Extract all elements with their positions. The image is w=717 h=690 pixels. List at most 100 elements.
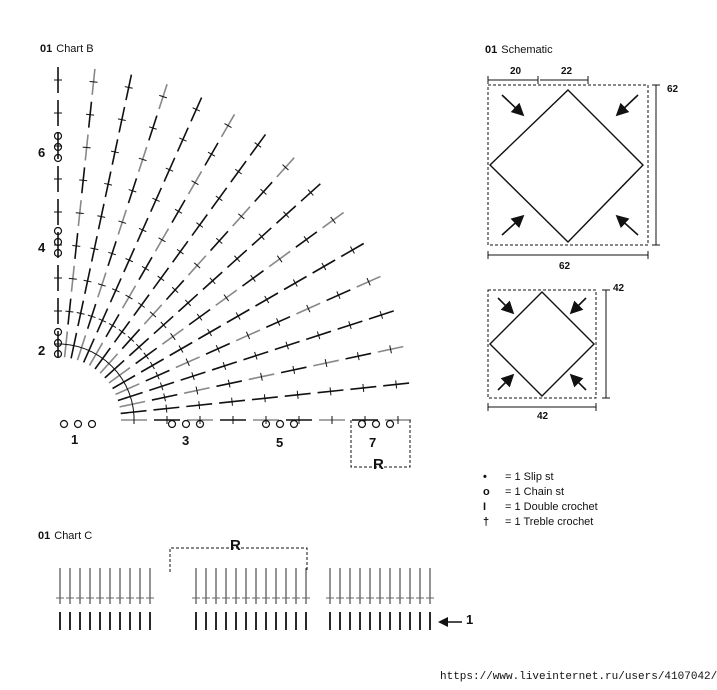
stitch-crossbar	[128, 392, 132, 401]
stitch-crossbar	[276, 255, 283, 263]
stitch-crossbar	[227, 379, 231, 388]
stitch-crossbar	[125, 294, 133, 300]
stitch-crossbar	[245, 331, 251, 340]
chart-b-name: Chart B	[56, 43, 94, 55]
chain-circle	[53, 153, 63, 163]
stitch-crossbar	[250, 274, 256, 282]
chain-circle-icon: o	[483, 486, 490, 498]
chart-c-diagram	[56, 547, 462, 630]
stitch-crossbar	[191, 372, 195, 381]
dim-small-bottom: 42	[537, 411, 549, 422]
stitch-crossbar	[264, 295, 270, 304]
dim-top-right: 22	[561, 66, 573, 77]
stitch-crossbar	[118, 220, 127, 224]
repeat-bracket	[350, 420, 411, 468]
stitch-crossbar	[124, 86, 133, 89]
chart-c-number: 01	[38, 530, 51, 542]
legend-double-crochet: I= 1 Double crochet	[483, 501, 598, 513]
stitch-crossbar	[222, 361, 227, 370]
chain-circle	[289, 419, 299, 429]
row-arrow-icon	[438, 617, 448, 627]
stitch-crossbar	[356, 352, 360, 361]
chain-circle	[53, 349, 63, 359]
small-diamond	[489, 291, 595, 397]
stitch-crossbar	[165, 404, 168, 413]
slip-stitch-dot-icon: •	[483, 471, 487, 483]
stitch-crossbar	[98, 318, 107, 323]
stitch-crossbar	[135, 343, 143, 351]
double-crochet-icon: I	[483, 501, 487, 513]
dim-top-left: 20	[510, 66, 522, 77]
stitch-crossbar	[254, 351, 258, 360]
stitch-crossbar	[111, 365, 118, 373]
stitch-crossbar	[283, 211, 290, 218]
chain-circle	[53, 131, 63, 141]
stitch-crossbar	[321, 262, 327, 271]
stitch-crossbar	[258, 233, 265, 240]
stitch-crossbar	[292, 279, 298, 287]
stitch-crossbar	[292, 365, 296, 374]
bottom-number-7: 7	[369, 435, 377, 450]
chart-c-repeat-label: R	[230, 537, 241, 554]
stitch-crossbar	[196, 222, 204, 228]
stitch-crossbar	[125, 258, 134, 263]
stitch-crossbar	[285, 341, 289, 350]
stitch-crossbar	[118, 329, 126, 335]
stitch-crossbar	[159, 382, 164, 391]
stitch-crossbar	[395, 380, 398, 389]
stitch-crossbar	[127, 335, 135, 343]
stitch-crossbar	[108, 251, 117, 256]
stitch-crossbar	[389, 345, 392, 354]
stitch-crossbar	[231, 397, 233, 406]
chart-c-name: Chart C	[54, 530, 93, 542]
legend-treble-crochet: †= 1 Treble crochet	[483, 516, 594, 528]
stitch-crossbar	[76, 312, 85, 315]
stitch-crossbar	[99, 355, 107, 362]
stitch-crossbar	[215, 344, 220, 353]
stitch-crossbar	[336, 291, 341, 299]
large-diamond	[488, 89, 644, 243]
stitch-crossbar	[260, 188, 267, 195]
stitch-crossbar	[198, 401, 201, 410]
row-number-4: 4	[38, 240, 46, 255]
stitch-crossbar	[160, 321, 167, 329]
chain-circle	[53, 338, 63, 348]
bottom-number-5: 5	[276, 435, 284, 450]
stitch-crossbar	[111, 288, 120, 293]
stitch-crossbar	[104, 182, 113, 186]
stitch-crossbar	[178, 345, 184, 353]
stitch-crossbar	[165, 167, 174, 172]
stitch-crossbar	[191, 180, 199, 186]
stitch-crossbar	[170, 333, 176, 341]
chain-circle	[53, 248, 63, 258]
chart-c-repeat-bracket	[169, 547, 308, 572]
chart-b-number: 01	[40, 43, 53, 55]
chain-circle	[371, 419, 381, 429]
chain-circle	[53, 226, 63, 236]
stitch-crossbar	[207, 328, 212, 337]
stitch-crossbar	[149, 311, 157, 318]
stitch-crossbar	[86, 113, 95, 116]
stitch-crossbar	[209, 277, 216, 285]
stitch-crossbar	[158, 237, 166, 243]
dim-large-right: 62	[667, 84, 679, 95]
stitch-crossbar	[350, 246, 355, 254]
stitch-crossbar	[143, 352, 149, 360]
schematic-diagram	[487, 76, 660, 411]
stitch-crossbar	[69, 344, 78, 347]
stitch-crossbar	[324, 359, 328, 368]
stitch-crossbar	[155, 371, 160, 380]
stitch-crossbar	[110, 150, 119, 154]
stitch-crossbar	[97, 283, 106, 287]
stitch-crossbar	[238, 213, 245, 220]
dim-large-bottom: 62	[559, 261, 571, 272]
stitch-crossbar	[68, 277, 77, 280]
legend-chain-stitch: o= 1 Chain st	[483, 486, 565, 498]
chain-circle	[59, 419, 69, 429]
stitch-crossbar	[303, 236, 310, 244]
bottom-number-1: 1	[71, 432, 79, 447]
stitch-crossbar	[61, 343, 70, 346]
stitch-crossbar	[196, 313, 203, 321]
